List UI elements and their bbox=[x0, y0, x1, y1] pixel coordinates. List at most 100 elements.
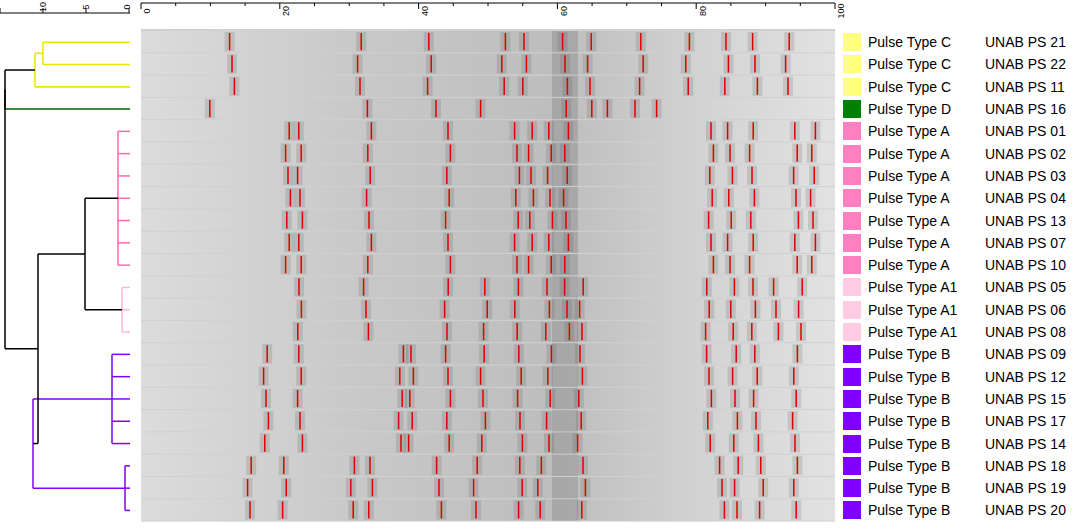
band-marker bbox=[736, 501, 738, 518]
band-marker bbox=[796, 256, 798, 273]
band-marker bbox=[706, 345, 708, 362]
band-marker bbox=[537, 479, 539, 496]
dna-band bbox=[683, 77, 693, 96]
scale-number: 100 bbox=[836, 3, 846, 18]
dna-band bbox=[519, 32, 529, 51]
dna-band bbox=[577, 322, 587, 341]
dna-band bbox=[808, 210, 818, 229]
dna-band bbox=[749, 188, 759, 207]
ruler-tick bbox=[0, 8, 1, 13]
dna-band bbox=[527, 233, 537, 252]
band-marker bbox=[564, 145, 566, 162]
dna-band bbox=[561, 210, 571, 229]
scale-number: 10 bbox=[38, 2, 48, 12]
dna-band bbox=[793, 210, 803, 229]
band-marker bbox=[435, 100, 437, 117]
band-marker bbox=[634, 100, 636, 117]
legend-text: Pulse Type A bbox=[868, 213, 949, 229]
dna-band bbox=[701, 322, 711, 341]
dna-band bbox=[296, 300, 306, 319]
dna-band bbox=[346, 478, 356, 497]
ruler-tick bbox=[279, 3, 280, 9]
band-marker bbox=[480, 368, 482, 385]
dna-band bbox=[526, 166, 536, 185]
isolate-name: UNAB PS 09 bbox=[985, 346, 1066, 362]
band-marker bbox=[445, 211, 447, 228]
dna-band bbox=[293, 389, 303, 408]
dna-band bbox=[510, 300, 520, 319]
band-marker bbox=[757, 78, 759, 95]
band-marker bbox=[730, 211, 732, 228]
dna-band bbox=[546, 255, 556, 274]
dna-band bbox=[715, 456, 725, 475]
band-marker bbox=[546, 278, 548, 295]
gel-smear bbox=[552, 76, 578, 97]
band-marker bbox=[444, 301, 446, 318]
legend-text: Pulse Type A bbox=[868, 168, 949, 184]
band-marker bbox=[447, 234, 449, 251]
dna-band bbox=[723, 54, 733, 73]
dna-band bbox=[681, 54, 691, 73]
band-marker bbox=[579, 301, 581, 318]
band-marker bbox=[288, 122, 290, 139]
band-marker bbox=[287, 167, 289, 184]
gel-smear bbox=[552, 98, 578, 119]
dna-band bbox=[365, 456, 375, 475]
band-marker bbox=[517, 390, 519, 407]
band-marker bbox=[724, 78, 726, 95]
tree-branch bbox=[43, 41, 130, 43]
band-marker bbox=[728, 55, 730, 72]
gel-smear bbox=[552, 120, 578, 141]
band-marker bbox=[367, 100, 369, 117]
dna-band bbox=[771, 300, 781, 319]
band-marker bbox=[518, 501, 520, 518]
band-marker bbox=[762, 479, 764, 496]
dna-band bbox=[279, 456, 289, 475]
dna-band bbox=[205, 99, 215, 118]
band-marker bbox=[798, 301, 800, 318]
tree-branch bbox=[112, 398, 130, 400]
isolate-name: UNAB PS 19 bbox=[985, 480, 1066, 496]
band-marker bbox=[410, 345, 412, 362]
scale-number: 0 bbox=[122, 4, 132, 9]
band-marker bbox=[520, 368, 522, 385]
dna-band bbox=[723, 233, 733, 252]
band-marker bbox=[526, 55, 528, 72]
dna-band bbox=[227, 54, 237, 73]
ruler-tick bbox=[765, 3, 766, 6]
dna-band bbox=[706, 121, 716, 140]
dna-band bbox=[295, 188, 305, 207]
band-marker bbox=[359, 78, 361, 95]
band-marker bbox=[566, 301, 568, 318]
legend-text: Pulse Type C bbox=[868, 56, 951, 72]
gel-lane bbox=[141, 455, 835, 476]
band-marker bbox=[264, 434, 266, 451]
band-marker bbox=[518, 278, 520, 295]
band-marker bbox=[541, 457, 543, 474]
band-marker bbox=[709, 167, 711, 184]
dna-band bbox=[361, 300, 371, 319]
dna-band bbox=[781, 54, 791, 73]
dna-band bbox=[536, 456, 546, 475]
isolate-name: UNAB PS 22 bbox=[985, 56, 1066, 72]
band-marker bbox=[548, 434, 550, 451]
dna-band bbox=[746, 210, 756, 229]
legend-text: Pulse Type D bbox=[868, 101, 951, 117]
dna-band bbox=[546, 344, 556, 363]
band-marker bbox=[797, 345, 799, 362]
dna-band bbox=[443, 121, 453, 140]
band-marker bbox=[728, 189, 730, 206]
dna-band bbox=[547, 210, 557, 229]
tree-branch bbox=[112, 421, 130, 423]
band-marker bbox=[409, 390, 411, 407]
band-marker bbox=[297, 167, 299, 184]
band-marker bbox=[753, 390, 755, 407]
legend-swatch bbox=[843, 256, 861, 274]
dna-band bbox=[789, 367, 799, 386]
legend-swatch bbox=[843, 479, 861, 497]
band-marker bbox=[354, 457, 356, 474]
dna-band bbox=[443, 233, 453, 252]
dna-band bbox=[587, 99, 597, 118]
band-marker bbox=[752, 122, 754, 139]
band-marker bbox=[548, 234, 550, 251]
